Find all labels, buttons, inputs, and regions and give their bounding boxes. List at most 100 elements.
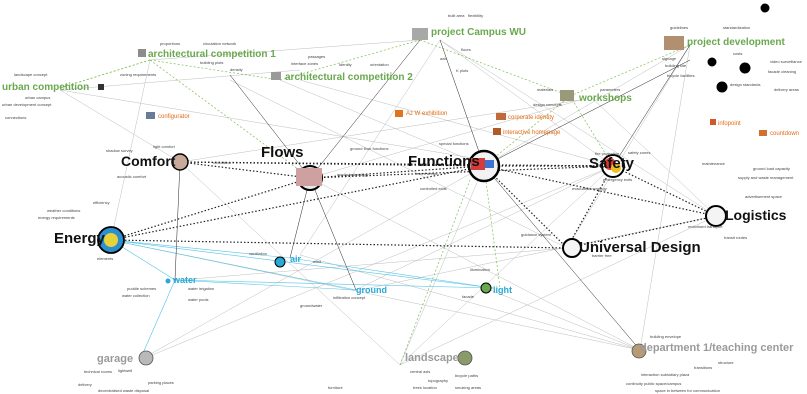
note: continuity public space/campus (626, 381, 682, 386)
connection-line-blue (110, 239, 291, 259)
note: urban development concept (2, 102, 52, 107)
hub-safety: Safety (589, 155, 635, 172)
arch-comp-1-thumbnail-icon (138, 49, 146, 57)
note: connections (5, 115, 27, 120)
note: ventilation (249, 251, 268, 256)
note: building site (665, 63, 687, 68)
hub-universal-design: Universal Design (579, 239, 701, 256)
connection-line-grey (59, 89, 486, 161)
note: bicycle facilities (667, 73, 695, 78)
connection-line-hub (179, 161, 614, 167)
note: shadow survey (106, 148, 133, 153)
note: video surveillance (770, 59, 802, 64)
connection-line-grey (309, 177, 641, 351)
connection-line-grey (309, 99, 581, 179)
connection-line-green (149, 59, 311, 179)
connection-line-blue (110, 239, 494, 289)
note: motorised transport (688, 224, 723, 229)
light-icon (480, 282, 492, 294)
connection-line-green (149, 59, 281, 81)
connection-line-black (309, 177, 357, 291)
configurator-thumbnail-icon (146, 112, 155, 119)
note: guidance system (521, 232, 552, 237)
connection-line-hub (483, 165, 717, 217)
note: materials (537, 87, 554, 92)
note: topography (428, 378, 449, 383)
note: elements (97, 256, 114, 261)
note: delivery (78, 382, 92, 387)
note: puddle schemes (127, 286, 157, 291)
functions-thumbnail-icon (485, 160, 494, 168)
note: interaction subsidiary plaza (641, 372, 690, 377)
note: groundwater (300, 303, 323, 308)
note: water irrigation (188, 286, 215, 291)
connection-line-grey (399, 165, 485, 366)
connection-line-grey (59, 69, 301, 91)
campus-wu-thumbnail-icon (412, 28, 428, 40)
item-interactive-homepage: interactive homepage (503, 130, 561, 136)
comfort-icon (171, 153, 189, 171)
connection-line-grey (439, 39, 717, 217)
connection-line-hub (309, 165, 614, 179)
connection-line-green (399, 179, 471, 366)
connection-line-grey (399, 215, 717, 366)
hub-energy: Energy (54, 230, 105, 247)
connection-line-green (419, 39, 571, 97)
element-light: light (493, 285, 512, 295)
connection-line-grey (483, 44, 691, 167)
item-az-w-exhibition: Az W exhibition (406, 111, 448, 117)
project-arch-comp-1: architectural competition 1 (148, 49, 276, 60)
note: parking places (148, 380, 174, 385)
connection-line-green (483, 165, 501, 289)
note: fire protection (595, 151, 620, 156)
note: standardization (723, 25, 751, 30)
development-thumbnail-icon (664, 36, 684, 50)
connection-line-hub (309, 165, 485, 179)
note: parameters (600, 87, 621, 92)
department-icon (631, 343, 647, 359)
connection-line-black (483, 59, 691, 167)
note: bicycle paths (455, 373, 479, 378)
note: building envelope (650, 334, 682, 339)
note: central axis (410, 369, 431, 374)
note: event areas (416, 171, 437, 176)
flows-thumbnail-icon (296, 168, 322, 186)
note: signage (662, 56, 677, 61)
water-dot-icon (165, 278, 171, 284)
hub-comfort: Comfort (121, 153, 176, 169)
note: light comfort (153, 144, 175, 149)
note: evacuation strategy (572, 186, 607, 191)
note: interface zones (291, 61, 319, 66)
connection-line-hub (179, 161, 311, 179)
note: circulation (213, 160, 232, 165)
connection-line-hub (179, 161, 485, 167)
element-department: department 1/teaching center (640, 342, 794, 354)
connection-line-black (612, 44, 691, 167)
note: acoustic comfort (117, 174, 147, 179)
note: facade (462, 294, 475, 299)
item-configurator: configurator (158, 114, 190, 120)
connection-line-black (289, 177, 311, 259)
note: urban campus (25, 95, 51, 100)
connection-line-green (279, 39, 421, 81)
element-garage: garage (97, 353, 134, 365)
note: facade cleaning (768, 69, 797, 74)
note: controlled exits (420, 186, 447, 191)
item-corporate-identity: corporate identity (508, 115, 555, 121)
note: transitions (694, 365, 713, 370)
connection-line-grey (589, 95, 717, 217)
note: transit routes (724, 235, 748, 240)
safety-yellow-icon (611, 163, 621, 173)
arch-comp-2-thumbnail-icon (271, 72, 281, 80)
connection-line-grey (229, 79, 568, 249)
connection-line-hub (110, 239, 568, 249)
note: flexibility (468, 13, 484, 18)
note: guidelines (670, 25, 689, 30)
connection-line-hub (110, 165, 485, 241)
connection-line-grey (566, 44, 691, 249)
connection-line-black (229, 74, 311, 179)
project-workshops: workshops (579, 93, 632, 104)
note: ground load capacity (753, 166, 790, 171)
note: identity (339, 62, 352, 67)
note: costs (733, 51, 743, 56)
